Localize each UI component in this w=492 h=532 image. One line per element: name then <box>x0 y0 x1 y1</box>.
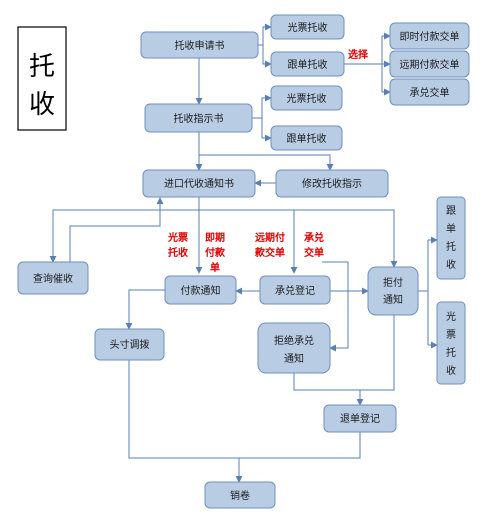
acceptance-reg-label: 承兑登记 <box>275 284 315 297</box>
inquiry-label: 查询催收 <box>33 272 73 285</box>
refuse-accept-box[interactable]: 拒绝承兑 通知 <box>257 322 331 374</box>
refuse-accept-line-2: 通知 <box>284 352 304 365</box>
dp-sight-box[interactable]: 即时付款交单 <box>389 22 470 50</box>
edge-instr-clean <box>252 94 272 119</box>
edge-instr-documentary <box>261 118 272 142</box>
right-clean-char-4: 收 <box>446 364 456 377</box>
payment-notice-label: 付款通知 <box>181 284 221 297</box>
refuse-pay-box[interactable]: 拒付 通知 <box>367 266 419 316</box>
title-block: 托 收 <box>17 26 67 131</box>
payment-notice-box[interactable]: 付款通知 <box>164 275 237 305</box>
usance-payment-line-1: 远期付 <box>255 231 285 244</box>
edge-app-clean <box>258 23 272 46</box>
edge-payment-allocate <box>125 289 165 330</box>
dp-usance-label: 远期付款交单 <box>400 58 460 71</box>
instr-clean-label: 光票托收 <box>287 92 327 105</box>
close-label: 销卷 <box>230 489 250 502</box>
edge-return-close <box>239 432 361 459</box>
import-notice-label: 进口代收通知书 <box>164 177 234 190</box>
right-doc-char-3: 托 <box>446 240 456 253</box>
modify-instruction-label: 修改托收指示 <box>302 177 362 190</box>
edge-notice-inquiry <box>49 197 200 263</box>
allocate-box[interactable]: 头寸调拨 <box>94 328 165 361</box>
allocate-label: 头寸调拨 <box>110 338 150 351</box>
modify-instruction-box[interactable]: 修改托收指示 <box>275 169 389 198</box>
app-documentary-box[interactable]: 跟单托收 <box>270 51 345 77</box>
right-documentary-box[interactable]: 跟 单 托 收 <box>436 196 466 280</box>
close-box[interactable]: 销卷 <box>204 481 276 509</box>
refuse-accept-line-1: 拒绝承兑 <box>274 334 314 347</box>
usance-payment-line-2: 款交单 <box>255 246 285 259</box>
edges <box>49 23 438 483</box>
inquiry-box[interactable]: 查询催收 <box>17 261 89 295</box>
edge-instr-modify <box>199 154 334 171</box>
da-box[interactable]: 承兑交单 <box>389 78 470 106</box>
sight-payment-line-1: 即期 <box>205 231 225 244</box>
edge-accept-refuseaccept <box>322 261 349 352</box>
clean-collection-line-1: 光票 <box>167 231 188 244</box>
right-clean-char-1: 光 <box>446 310 456 323</box>
app-clean-box[interactable]: 光票托收 <box>270 14 345 40</box>
acceptance-line-1: 承兑 <box>304 231 324 244</box>
right-doc-char-1: 跟 <box>446 205 456 217</box>
instr-documentary-label: 跟单托收 <box>287 132 327 145</box>
refuse-pay-line-1: 拒付 <box>383 276 403 289</box>
da-label: 承兑交单 <box>410 86 450 99</box>
right-clean-char-3: 托 <box>446 346 456 359</box>
import-notice-box[interactable]: 进口代收通知书 <box>142 169 256 198</box>
return-reg-box[interactable]: 退单登记 <box>323 404 397 433</box>
application-box[interactable]: 托收申请书 <box>140 31 259 59</box>
instruction-box[interactable]: 托收指示书 <box>144 103 253 133</box>
refuse-pay-line-2: 通知 <box>383 293 403 306</box>
edge-inquiry-notice <box>69 197 164 262</box>
app-clean-label: 光票托收 <box>288 21 328 34</box>
dp-sight-label: 即时付款交单 <box>400 30 460 43</box>
edge-allocate-close <box>128 360 243 483</box>
right-doc-char-4: 收 <box>446 258 456 271</box>
dp-usance-box[interactable]: 远期付款交单 <box>389 50 470 78</box>
acceptance-line-2: 交单 <box>304 246 324 259</box>
title-line-1: 托 <box>29 52 55 82</box>
edge-refuse-return <box>360 315 395 391</box>
right-doc-char-2: 单 <box>446 223 456 235</box>
edge-app-documentary <box>262 45 272 68</box>
instruction-label: 托收指示书 <box>174 112 224 125</box>
edge-notice-refuse <box>199 209 398 268</box>
choose-label: 选择 <box>348 48 369 61</box>
sight-payment-line-3: 单 <box>210 261 220 274</box>
return-reg-label: 退单登记 <box>340 412 380 425</box>
sight-payment-line-2: 付款 <box>205 246 226 259</box>
application-label: 托收申请书 <box>175 39 225 52</box>
clean-collection-line-2: 托收 <box>168 246 188 259</box>
app-documentary-label: 跟单托收 <box>288 58 328 71</box>
right-clean-char-2: 票 <box>446 329 456 341</box>
instr-documentary-box[interactable]: 跟单托收 <box>270 125 343 151</box>
instr-clean-box[interactable]: 光票托收 <box>270 85 343 111</box>
acceptance-reg-box[interactable]: 承兑登记 <box>259 275 331 305</box>
right-clean-box[interactable]: 光 票 托 收 <box>436 301 466 385</box>
edge-refuseaccept-return <box>293 373 364 406</box>
title-line-2: 收 <box>29 90 55 120</box>
